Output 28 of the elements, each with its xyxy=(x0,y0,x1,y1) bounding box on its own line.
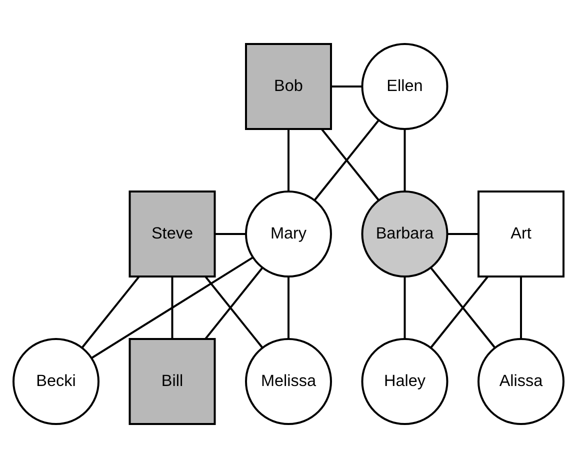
connector xyxy=(331,85,362,87)
node-circle: Melissa xyxy=(245,338,332,424)
node-box: Art xyxy=(478,190,564,277)
connector xyxy=(404,128,406,191)
node-circle: Becki xyxy=(12,338,100,424)
connector xyxy=(520,276,522,338)
node-box: Bob xyxy=(245,42,332,130)
connector xyxy=(204,276,263,348)
node-circle: Barbara xyxy=(361,190,448,277)
connector xyxy=(82,276,140,348)
connector xyxy=(91,256,254,358)
node-circle: Alissa xyxy=(478,338,564,424)
connector xyxy=(171,276,174,338)
connector xyxy=(447,232,478,234)
connector xyxy=(214,232,246,234)
connector xyxy=(314,119,380,200)
node-box: Steve xyxy=(128,190,216,277)
connector xyxy=(288,128,290,191)
node-circle: Mary xyxy=(245,190,332,277)
node-box: Bill xyxy=(128,338,216,424)
connector xyxy=(430,276,488,348)
connector xyxy=(321,128,380,200)
node-circle: Ellen xyxy=(361,42,448,130)
connector xyxy=(430,266,496,348)
connector xyxy=(404,276,406,338)
connector xyxy=(204,266,264,340)
connector xyxy=(288,276,290,338)
node-circle: Haley xyxy=(361,338,448,424)
